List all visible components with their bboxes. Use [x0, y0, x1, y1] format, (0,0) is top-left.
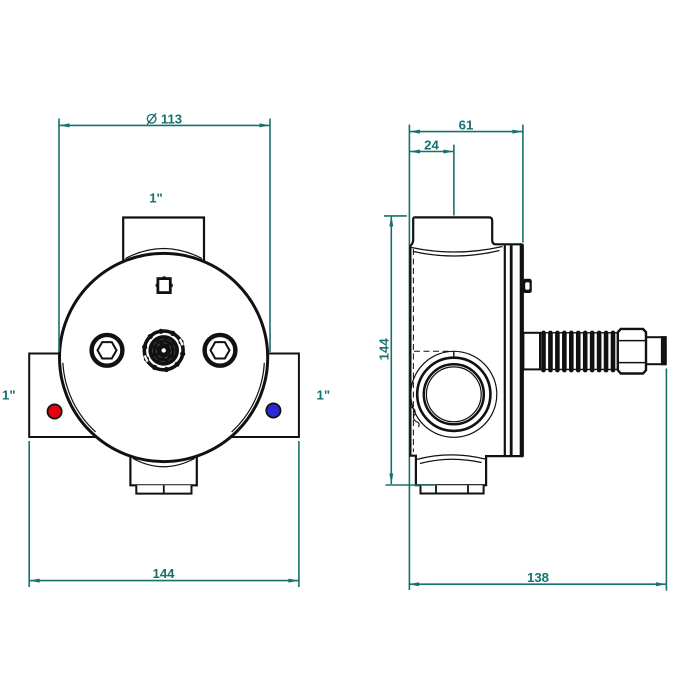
svg-text:61: 61: [459, 117, 474, 132]
svg-text:1": 1": [317, 387, 331, 402]
svg-text:144: 144: [376, 338, 391, 361]
svg-text:1": 1": [149, 190, 163, 205]
svg-text:144: 144: [152, 566, 175, 581]
svg-text:24: 24: [424, 137, 439, 152]
svg-text:1": 1": [2, 387, 16, 402]
svg-text:113: 113: [161, 111, 182, 126]
svg-text:138: 138: [527, 570, 549, 585]
